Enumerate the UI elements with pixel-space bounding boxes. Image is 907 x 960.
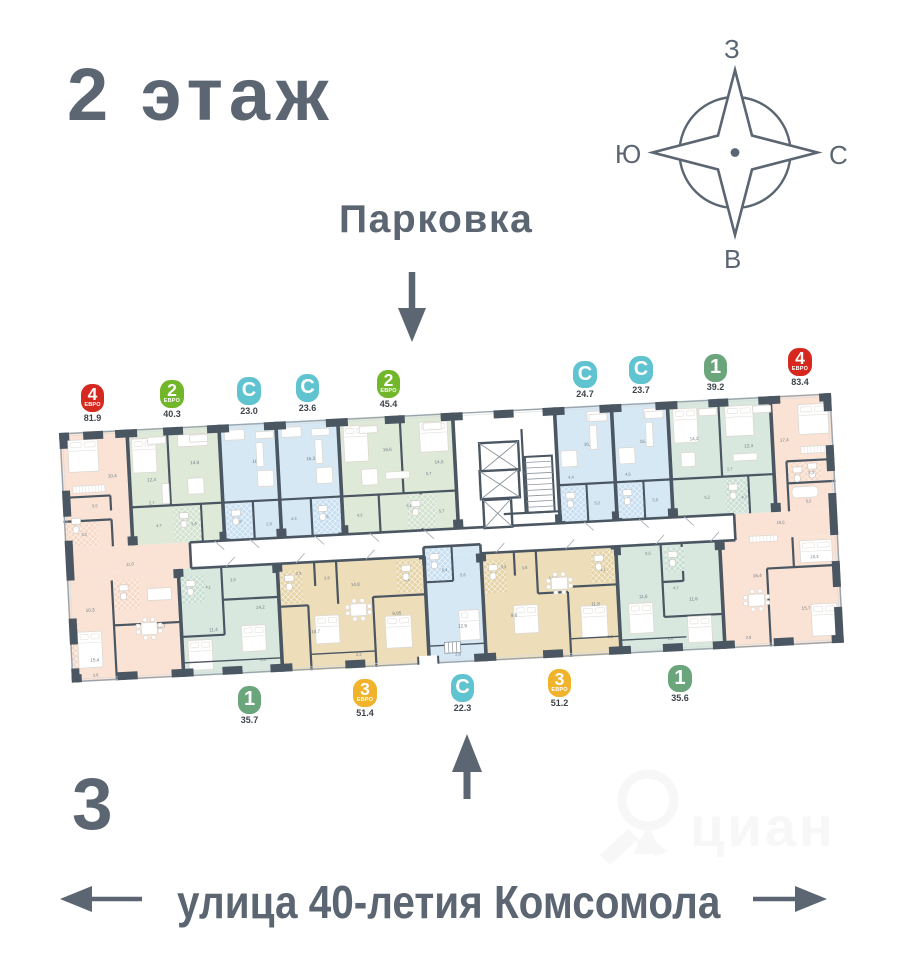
svg-text:3,6: 3,6	[191, 521, 198, 526]
svg-text:2,9: 2,9	[266, 521, 273, 526]
svg-text:циан: циан	[690, 795, 836, 858]
svg-text:11,4: 11,4	[209, 627, 218, 632]
svg-text:2,6: 2,6	[455, 651, 462, 656]
svg-text:12,4: 12,4	[744, 443, 754, 448]
svg-text:10,4: 10,4	[108, 473, 118, 478]
svg-text:4,4: 4,4	[568, 474, 575, 479]
svg-text:14,2: 14,2	[690, 436, 700, 441]
svg-text:16,4: 16,4	[753, 573, 763, 578]
svg-text:4,7: 4,7	[741, 494, 748, 499]
svg-text:3,9: 3,9	[230, 577, 237, 582]
svg-text:16,4: 16,4	[640, 438, 650, 443]
svg-text:4,3: 4,3	[357, 512, 364, 517]
svg-text:11,8: 11,8	[591, 601, 600, 606]
svg-text:10,3: 10,3	[810, 554, 819, 559]
svg-text:12,4: 12,4	[147, 477, 157, 482]
svg-text:10,5: 10,5	[776, 520, 785, 525]
svg-text:11,6: 11,6	[639, 594, 648, 599]
svg-text:4,5: 4,5	[625, 471, 632, 476]
svg-text:2,7: 2,7	[727, 466, 734, 471]
svg-text:5,8: 5,8	[236, 519, 243, 524]
svg-text:4,1: 4,1	[205, 584, 212, 589]
svg-text:5,9: 5,9	[323, 514, 330, 519]
svg-text:5,2: 5,2	[81, 532, 88, 537]
svg-text:3,3: 3,3	[808, 470, 815, 475]
svg-text:3,9: 3,9	[501, 564, 508, 569]
svg-text:17,4: 17,4	[780, 437, 790, 442]
svg-text:5,2: 5,2	[704, 494, 711, 499]
svg-text:4,1: 4,1	[600, 567, 607, 572]
svg-text:14,2: 14,2	[256, 605, 266, 610]
svg-text:5,4: 5,4	[442, 567, 449, 572]
svg-text:12,9: 12,9	[458, 623, 468, 628]
svg-text:5,5: 5,5	[645, 551, 652, 556]
svg-text:9,6: 9,6	[511, 613, 518, 618]
svg-text:5,2: 5,2	[806, 498, 813, 503]
svg-text:6,0: 6,0	[406, 503, 413, 508]
svg-text:14,0: 14,0	[434, 459, 444, 464]
svg-text:16,6: 16,6	[383, 447, 393, 452]
svg-text:2,6: 2,6	[746, 634, 753, 639]
svg-text:15,7: 15,7	[801, 605, 811, 610]
svg-text:5,7: 5,7	[426, 471, 433, 476]
svg-text:11,6: 11,6	[689, 596, 698, 601]
svg-text:14,9: 14,9	[190, 460, 200, 465]
svg-text:4,7: 4,7	[156, 523, 163, 528]
svg-text:5,0: 5,0	[652, 497, 659, 502]
svg-text:5,2: 5,2	[594, 500, 601, 505]
svg-text:5,6: 5,6	[460, 572, 467, 577]
svg-text:16,9: 16,9	[584, 441, 594, 446]
svg-text:16,3: 16,3	[306, 456, 316, 461]
svg-text:15,4: 15,4	[90, 657, 100, 662]
svg-text:3,6: 3,6	[522, 565, 529, 570]
svg-text:4,3: 4,3	[291, 516, 298, 521]
svg-text:3,9: 3,9	[324, 575, 331, 580]
svg-text:5,5: 5,5	[92, 503, 99, 508]
svg-text:3,6: 3,6	[93, 672, 100, 677]
svg-text:3,9: 3,9	[296, 571, 303, 576]
svg-text:2,2: 2,2	[356, 652, 363, 657]
svg-text:2,7: 2,7	[149, 500, 156, 505]
svg-text:9,85: 9,85	[392, 611, 402, 616]
svg-text:10,7: 10,7	[311, 629, 321, 634]
svg-text:5,7: 5,7	[439, 508, 446, 513]
svg-text:11,0: 11,0	[126, 561, 135, 566]
svg-text:4,7: 4,7	[673, 585, 680, 590]
svg-text:14,8: 14,8	[351, 582, 361, 587]
svg-text:10,3: 10,3	[86, 607, 96, 612]
